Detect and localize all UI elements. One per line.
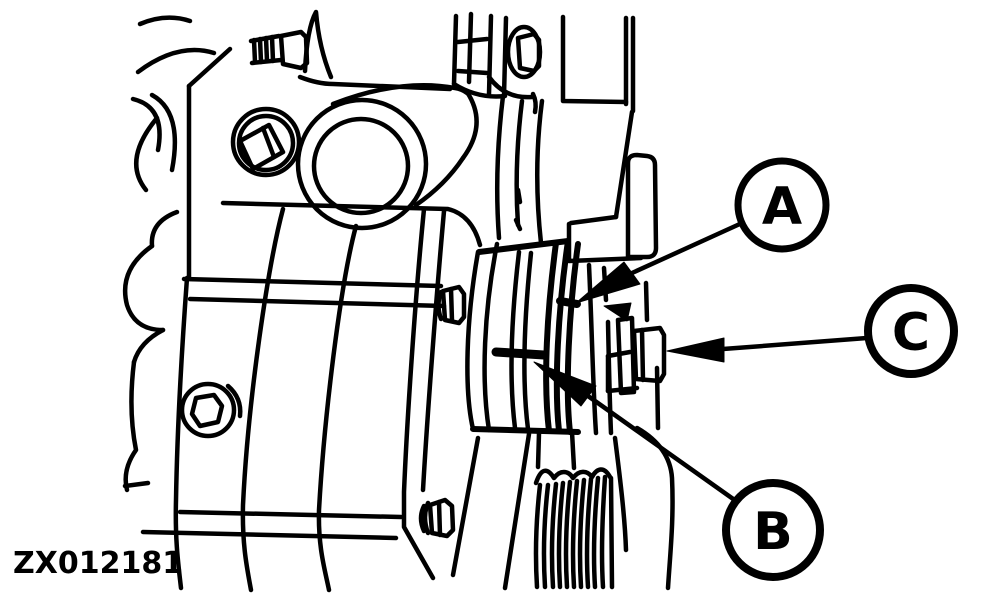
pump-pedestal — [494, 91, 545, 246]
crankshaft-pulley-grooves — [418, 425, 675, 591]
sensor-hex — [631, 325, 667, 384]
callout-a-arrowhead — [575, 261, 641, 304]
callout-b-label: B — [753, 502, 793, 562]
callout-b: B — [533, 361, 824, 581]
water-outlet-tube — [295, 83, 479, 231]
callout-b-circle — [722, 479, 824, 581]
figure-code: ZX012181 — [13, 546, 184, 581]
callout-c-label: C — [892, 303, 930, 363]
callout-a-circle — [734, 157, 830, 253]
callout-a-label: A — [762, 177, 802, 237]
engine-block — [122, 15, 483, 593]
block-hex-bolt — [179, 381, 243, 439]
callout-c-circle — [864, 284, 958, 378]
callout-a: A — [575, 157, 830, 304]
square-drive-plug — [230, 106, 302, 178]
cover-pointer-notch — [603, 302, 632, 322]
timing-mark-a — [556, 297, 581, 308]
front-cover — [560, 14, 661, 431]
top-mounting-bolt — [248, 9, 453, 92]
crankshaft-damper — [436, 238, 581, 435]
callout-c: C — [666, 284, 958, 378]
timing-mark-b — [491, 347, 549, 360]
bracket-and-bolt — [451, 11, 543, 100]
callout-c-arrowhead — [666, 337, 725, 363]
crankshaft-position-sensor — [586, 262, 667, 436]
callout-b-arrowhead — [533, 361, 597, 407]
